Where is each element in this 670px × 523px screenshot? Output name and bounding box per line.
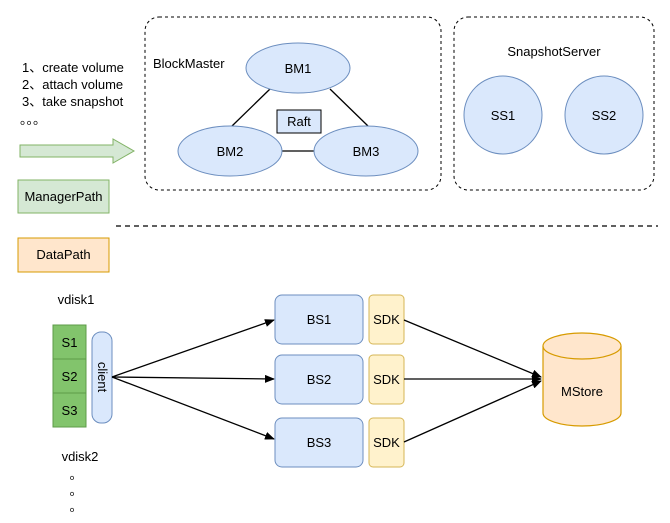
vdisk1-label: vdisk1 (58, 292, 95, 307)
sdk-label: SDK (373, 435, 400, 450)
vdisk2-ellipsis-dot: 。 (69, 499, 82, 514)
vdisk1-segments: S1 S2 S3 (52, 324, 87, 428)
vdisk2-ellipsis: 。 。 。 (69, 467, 82, 514)
mstore-cylinder (542, 332, 622, 427)
bs3-node (274, 417, 364, 468)
ss1-label: SS1 (491, 108, 516, 123)
raft-label: Raft (287, 114, 311, 129)
segment-s1-label: S1 (62, 335, 78, 350)
segment-s2-label: S2 (62, 369, 78, 384)
sdk-box (368, 294, 405, 345)
sdk-label: SDK (373, 372, 400, 387)
segment-s1 (52, 324, 87, 360)
snapshotserver-group (453, 16, 655, 191)
vdisk2-label: vdisk2 (62, 449, 99, 464)
sdk-label: SDK (373, 312, 400, 327)
sdk-to-mstore-arrows (403, 319, 542, 443)
step-create-volume: 1、create volume (22, 60, 124, 75)
mstore-label: MStore (561, 384, 603, 399)
snapshotserver-title: SnapshotServer (507, 44, 601, 59)
vdisk2-ellipsis-dot: 。 (69, 467, 82, 482)
step-take-snapshot: 3、take snapshot (22, 94, 124, 109)
manager-flow-arrow (19, 138, 136, 164)
bm3-node (313, 125, 419, 177)
blockmaster-group (144, 16, 442, 191)
steps-list: 1、create volume 2、attach volume 3、take s… (20, 60, 124, 127)
client-to-bs-arrows (111, 319, 275, 440)
raft-links (231, 88, 369, 152)
bs3-label: BS3 (307, 435, 332, 450)
blockmaster-title: BlockMaster (153, 56, 225, 71)
steps-ellipsis: 。。。 (20, 112, 46, 127)
bs2-node (274, 354, 364, 405)
step-attach-volume: 2、attach volume (22, 77, 123, 92)
ss2-label: SS2 (592, 108, 617, 123)
bm2-node (177, 125, 283, 177)
bm3-label: BM3 (353, 144, 380, 159)
bm1-label: BM1 (285, 61, 312, 76)
bm2-label: BM2 (217, 144, 244, 159)
data-path-legend (17, 237, 110, 273)
ss1-node (463, 75, 543, 155)
manager-path-legend (17, 179, 110, 214)
segment-s3 (52, 392, 87, 428)
segment-s2 (52, 358, 87, 394)
manager-path-label: ManagerPath (24, 189, 102, 204)
sdk-box (368, 417, 405, 468)
bs1-label: BS1 (307, 312, 332, 327)
data-path-label: DataPath (36, 247, 90, 262)
vdisk2-ellipsis-dot: 。 (69, 483, 82, 498)
ss2-node (564, 75, 644, 155)
segment-s3-label: S3 (62, 403, 78, 418)
client-label: client (95, 362, 110, 393)
raft-box (276, 109, 322, 134)
bm1-node (245, 42, 351, 94)
bs1-node (274, 294, 364, 345)
bs2-label: BS2 (307, 372, 332, 387)
